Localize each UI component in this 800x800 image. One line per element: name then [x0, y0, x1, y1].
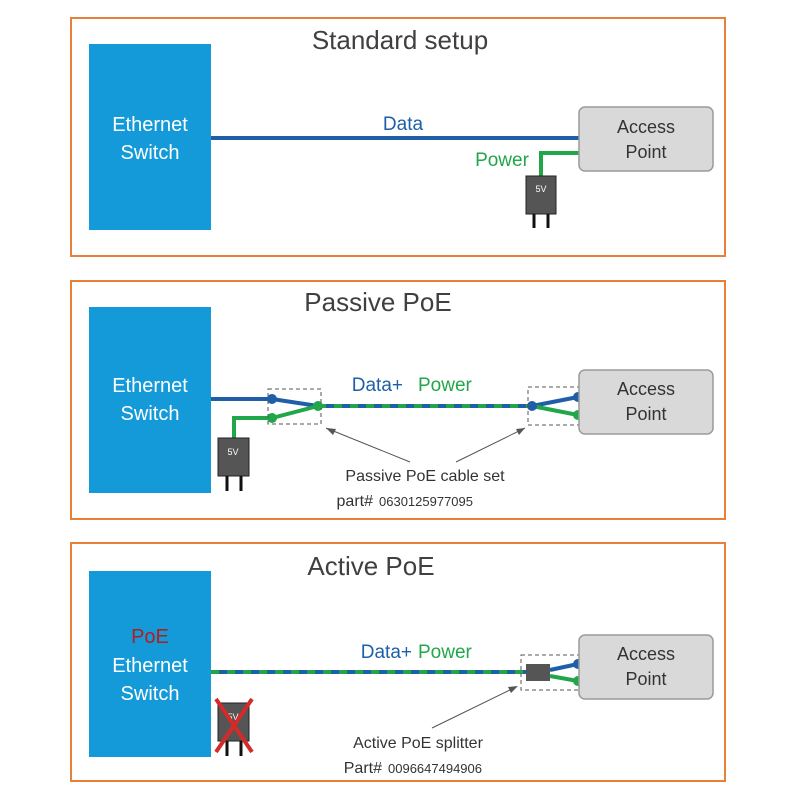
panel-frame	[70, 280, 726, 520]
poe-splitter	[520, 654, 583, 691]
switch-box	[89, 307, 211, 493]
switch-label-line2: Switch	[121, 403, 180, 425]
callout-arrowhead	[516, 428, 525, 435]
ap-box	[578, 106, 714, 172]
part-prefix: part#	[337, 493, 374, 510]
switch-label-line2: Switch	[121, 142, 180, 164]
data-label: Data+	[361, 642, 412, 663]
panel-title: Active PoE	[307, 551, 434, 581]
data-cable	[211, 397, 319, 408]
access-point: Access Point	[578, 634, 714, 700]
callout-arrowhead	[326, 428, 336, 435]
adapter-label: 5V	[535, 184, 546, 194]
data-label: Data	[383, 114, 424, 135]
switch-label-line1: Ethernet	[112, 655, 188, 677]
adapter-label: 5V	[227, 447, 238, 457]
ethernet-switch: Ethernet Switch	[89, 307, 211, 493]
switch-box	[89, 571, 211, 757]
switch-box	[89, 44, 211, 230]
crossed-out-adapter: 5V	[214, 697, 254, 756]
access-point: Access Point	[578, 106, 714, 172]
power-cable	[232, 404, 319, 440]
ap-label-line2: Point	[625, 142, 666, 162]
power-label: Power	[418, 642, 473, 663]
data-cable	[531, 395, 579, 408]
ap-box	[578, 369, 714, 435]
callout-arrow	[431, 687, 515, 729]
callout-arrow	[325, 427, 411, 463]
panel-title: Passive PoE	[304, 287, 451, 317]
power-cable	[531, 404, 579, 417]
splitter-body	[526, 664, 550, 681]
access-point: Access Point	[578, 369, 714, 435]
adapter-body	[217, 437, 250, 477]
ap-label-line1: Access	[617, 644, 675, 664]
ap-label-line2: Point	[625, 404, 666, 424]
part-prefix: Part#	[344, 760, 382, 777]
splitter-caption: Active PoE splitter	[353, 735, 484, 752]
power-adapter: 5V	[525, 175, 557, 228]
power-adapter: 5V	[217, 437, 250, 491]
panel-frame	[70, 542, 726, 782]
panel-standard-setup: Standard setup Ethernet Switch Data Powe…	[70, 17, 726, 257]
panel-passive-poe: Passive PoE Ethernet Switch Data+ Power …	[70, 280, 726, 520]
adapter-label: 5V	[227, 712, 238, 722]
ap-label-line2: Point	[625, 669, 666, 689]
switch-label-line2: Switch	[121, 683, 180, 705]
ap-label-line1: Access	[617, 117, 675, 137]
cable-set-caption: Passive PoE cable set	[345, 468, 505, 485]
cross-x-icon	[214, 697, 254, 754]
connector-dot	[527, 401, 537, 411]
part-number: 0096647494906	[388, 761, 482, 776]
connector-dot	[267, 394, 277, 404]
power-label: Power	[475, 150, 530, 171]
power-cable	[539, 151, 580, 178]
panel-active-poe: Active PoE PoE Ethernet Switch Data+ Pow…	[70, 542, 726, 782]
ethernet-switch: PoE Ethernet Switch	[89, 571, 211, 757]
ap-label-line1: Access	[617, 379, 675, 399]
switch-label-line1: Ethernet	[112, 114, 188, 136]
switch-label-poe: PoE	[131, 626, 169, 648]
switch-label-line1: Ethernet	[112, 375, 188, 397]
power-label: Power	[418, 375, 473, 396]
ap-box	[578, 634, 714, 700]
connector-dot	[267, 413, 277, 423]
adapter-body	[525, 175, 557, 215]
part-number: 0630125977095	[379, 494, 473, 509]
callout-arrow	[455, 427, 526, 463]
callout-arrowhead	[508, 686, 518, 693]
panel-title: Standard setup	[312, 25, 488, 55]
panel-frame	[70, 17, 726, 257]
data-label: Data+	[352, 375, 403, 396]
ethernet-switch: Ethernet Switch	[89, 44, 211, 230]
